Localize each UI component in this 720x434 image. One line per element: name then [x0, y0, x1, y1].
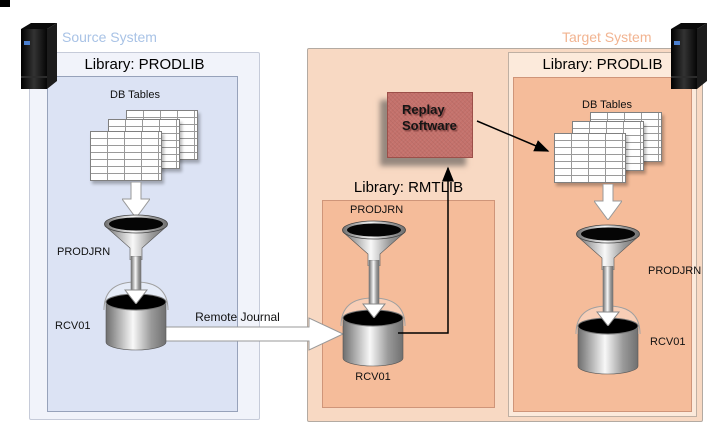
db-table-icon — [554, 133, 626, 183]
journal-to-receiver-arrow — [124, 256, 148, 304]
journal-funnel-icon — [576, 224, 640, 270]
db-table-icon — [90, 131, 162, 181]
server-tower-icon — [21, 23, 57, 89]
replay-software-box: Replay Software — [387, 92, 473, 158]
tables-to-journal-arrow — [594, 184, 622, 220]
journal-to-receiver-arrow — [596, 266, 620, 326]
source-receiver-label: RCV01 — [55, 320, 91, 332]
server-tower-icon — [671, 23, 707, 89]
journal-funnel-icon — [342, 220, 406, 266]
source-system-label: Source System — [62, 29, 157, 45]
target-system-label: Target System — [562, 29, 652, 45]
journal-funnel-icon — [104, 214, 168, 260]
source-journal-label: PRODJRN — [57, 246, 111, 258]
replay-software-label-line1: Replay — [402, 102, 445, 117]
remote-journal-label: Remote Journal — [195, 310, 280, 324]
corner-artifact — [0, 0, 10, 7]
source-library-title: Library: PRODLIB — [84, 56, 205, 73]
target-db-tables-label: DB Tables — [582, 99, 632, 111]
remote-journal-arrow — [160, 317, 344, 351]
target-prodlib-title: Library: PRODLIB — [542, 56, 663, 73]
source-db-tables-label: DB Tables — [110, 89, 160, 101]
journal-to-receiver-arrow — [362, 260, 386, 318]
target-receiver-label: RCV01 — [650, 336, 686, 348]
rmtlib-title: Library: RMTLIB — [353, 179, 464, 196]
tables-to-journal-arrow — [122, 182, 150, 218]
rmtlib-journal-label: PRODJRN — [350, 204, 404, 216]
target-journal-label: PRODJRN — [648, 265, 702, 277]
rmtlib-receiver-label: RCV01 — [355, 371, 391, 383]
replay-software-label-line2: Software — [402, 118, 457, 133]
